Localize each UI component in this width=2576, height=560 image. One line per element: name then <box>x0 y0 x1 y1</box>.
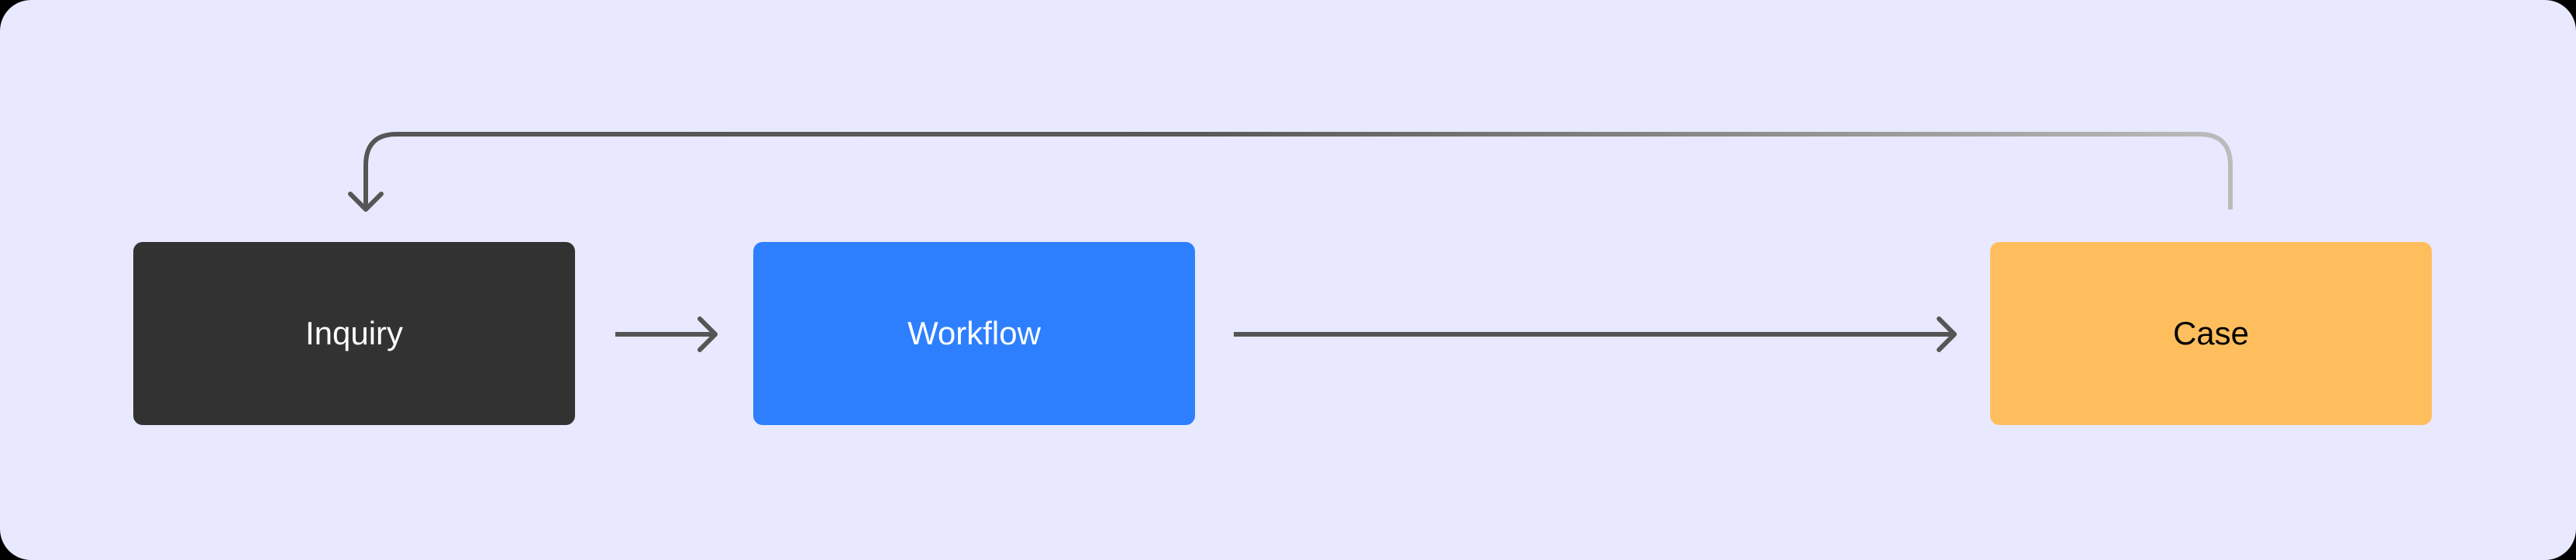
node-workflow-label: Workflow <box>907 315 1041 351</box>
arrow-inquiry-to-workflow <box>615 316 718 352</box>
arrow-workflow-to-case <box>1234 316 1957 352</box>
node-workflow: Workflow <box>753 242 1195 425</box>
node-inquiry-label: Inquiry <box>305 315 404 351</box>
node-inquiry: Inquiry <box>133 242 575 425</box>
node-case-label: Case <box>2172 315 2250 351</box>
node-case: Case <box>1990 242 2432 425</box>
arrow-case-to-inquiry-loop <box>348 132 2233 212</box>
